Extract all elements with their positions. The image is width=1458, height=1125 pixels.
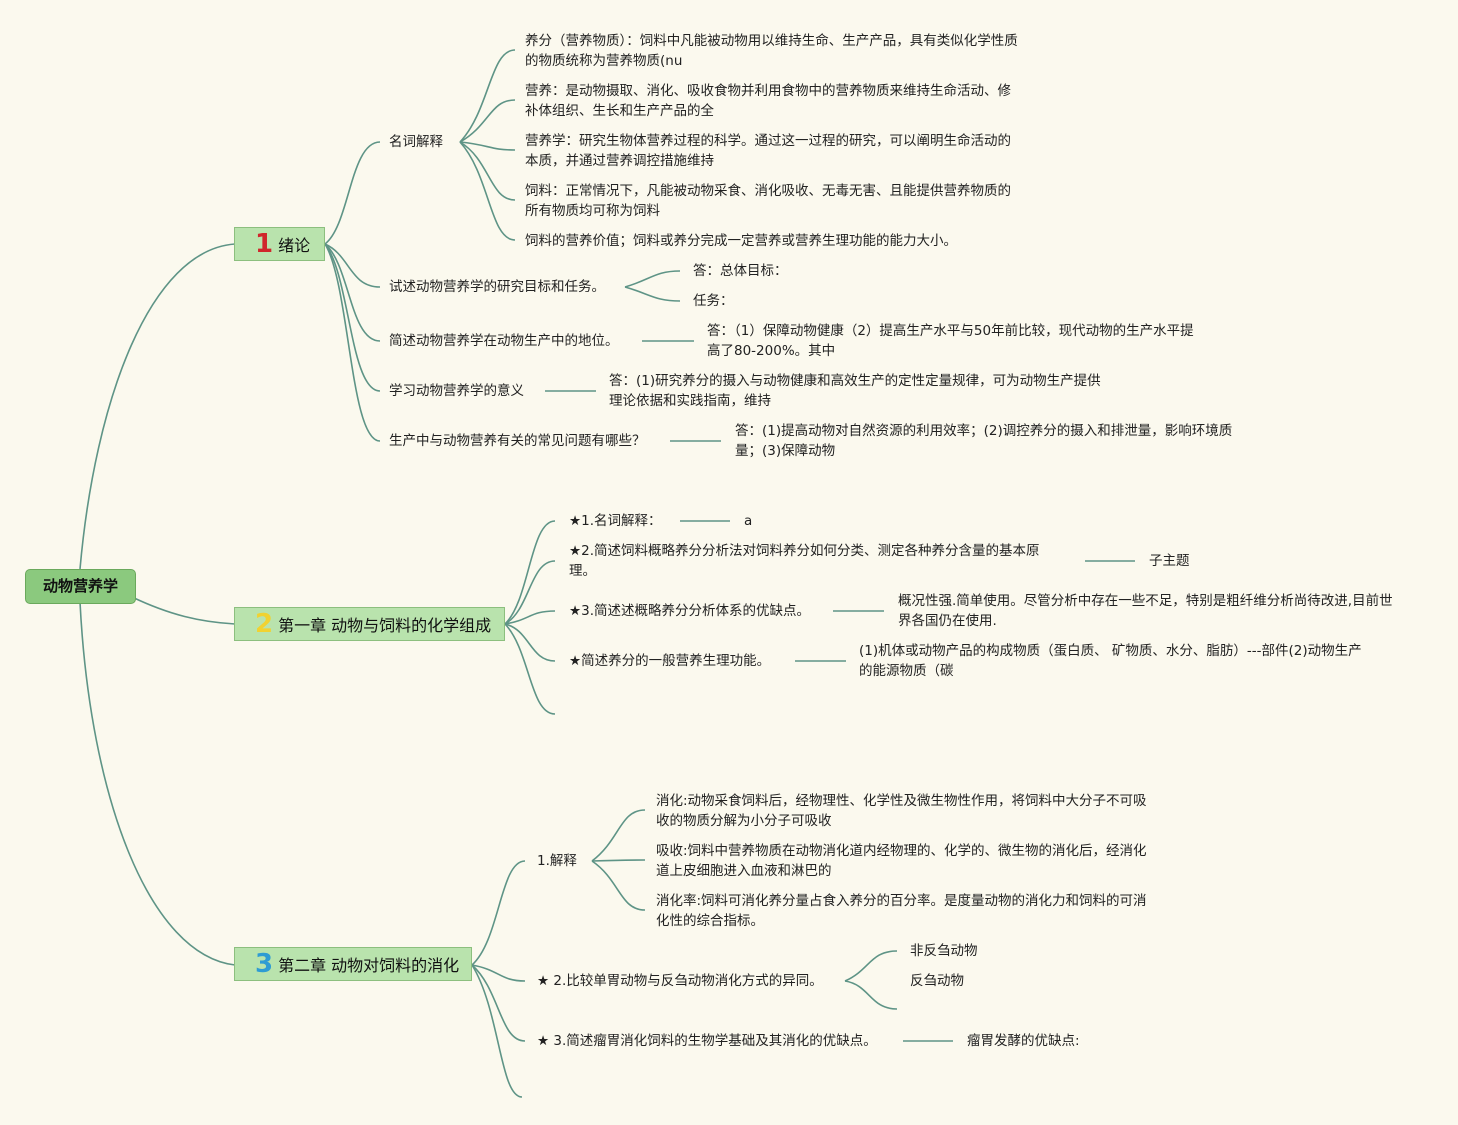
answer-node[interactable]: 瘤胃发酵的优缺点: bbox=[967, 1033, 1080, 1049]
question-node[interactable]: ★1.名词解释： bbox=[569, 513, 662, 529]
chapter-1-node[interactable]: 1 绪论 bbox=[234, 227, 325, 261]
answer-node[interactable]: 任务： bbox=[693, 293, 734, 309]
chapter-1-title: 绪论 bbox=[278, 236, 311, 255]
root-node[interactable]: 动物营养学 bbox=[25, 569, 136, 604]
terms-label[interactable]: 名词解释 bbox=[389, 134, 443, 150]
question-node[interactable]: 学习动物营养学的意义 bbox=[389, 383, 524, 399]
answer-node[interactable]: 非反刍动物 bbox=[910, 943, 978, 959]
question-node[interactable]: ★2.简述饲料概略养分分析法对饲料养分如何分类、测定各种养分含量的基本原理。 bbox=[569, 543, 1040, 579]
question-node[interactable]: ★简述养分的一般营养生理功能。 bbox=[569, 653, 771, 669]
chapter-3-node[interactable]: 3 第二章 动物对饲料的消化 bbox=[234, 947, 472, 981]
number-3-icon: 3 bbox=[255, 949, 274, 979]
answer-node[interactable]: 子主题 bbox=[1149, 553, 1190, 569]
question-node[interactable]: 1.解释 bbox=[537, 853, 577, 869]
chapter-2-title: 第一章 动物与饲料的化学组成 bbox=[278, 616, 492, 635]
answer-node[interactable]: 答：(1)研究养分的摄入与动物健康和高效生产的定性定量规律，可为动物生产提供理论… bbox=[609, 373, 1101, 409]
term-item[interactable]: 营养学：研究生物体营养过程的科学。通过这一过程的研究，可以阐明生命活动的本质，并… bbox=[525, 133, 1011, 169]
answer-node[interactable]: 答：总体目标： bbox=[693, 263, 788, 279]
definition-node[interactable]: 消化率:饲料可消化养分量占食入养分的百分率。是度量动物的消化力和饲料的可消化性的… bbox=[656, 893, 1147, 929]
question-node[interactable]: 简述动物营养学在动物生产中的地位。 bbox=[389, 333, 619, 349]
chapter-2-node[interactable]: 2 第一章 动物与饲料的化学组成 bbox=[234, 607, 505, 641]
question-node[interactable]: ★3.简述述概略养分分析体系的优缺点。 bbox=[569, 603, 810, 619]
term-item[interactable]: 养分（营养物质）：饲料中凡能被动物用以维持生命、生产产品，具有类似化学性质的物质… bbox=[525, 33, 1018, 69]
answer-node[interactable]: a bbox=[744, 513, 753, 529]
term-item[interactable]: 营养：是动物摄取、消化、吸收食物并利用食物中的营养物质来维持生命活动、修补体组织… bbox=[525, 83, 1011, 119]
definition-node[interactable]: 吸收:饲料中营养物质在动物消化道内经物理的、化学的、微生物的消化后，经消化道上皮… bbox=[656, 843, 1147, 879]
answer-node[interactable]: 答：(1)提高动物对自然资源的利用效率；(2)调控养分的摄入和排泄量，影响环境质… bbox=[735, 423, 1233, 459]
answer-node[interactable]: 答：（1）保障动物健康（2）提高生产水平与50年前比较，现代动物的生产水平提高了… bbox=[707, 323, 1194, 359]
number-1-icon: 1 bbox=[255, 229, 274, 259]
answer-node[interactable]: (1)机体或动物产品的构成物质（蛋白质、 矿物质、水分、脂肪）---部件(2)动… bbox=[859, 643, 1362, 679]
question-node[interactable]: 试述动物营养学的研究目标和任务。 bbox=[389, 279, 605, 295]
question-node[interactable]: ★ 3.简述瘤胃消化饲料的生物学基础及其消化的优缺点。 bbox=[537, 1033, 877, 1049]
number-2-icon: 2 bbox=[255, 609, 274, 639]
answer-node[interactable]: 反刍动物 bbox=[910, 973, 964, 989]
definition-node[interactable]: 消化:动物采食饲料后，经物理性、化学性及微生物性作用，将饲料中大分子不可吸收的物… bbox=[656, 793, 1147, 829]
term-item[interactable]: 饲料的营养价值；饲料或养分完成一定营养或营养生理功能的能力大小。 bbox=[525, 233, 957, 249]
chapter-3-title: 第二章 动物对饲料的消化 bbox=[278, 956, 460, 975]
question-node[interactable]: ★ 2.比较单胃动物与反刍动物消化方式的异同。 bbox=[537, 973, 823, 989]
term-item[interactable]: 饲料：正常情况下，凡能被动物采食、消化吸收、无毒无害、且能提供营养物质的所有物质… bbox=[525, 183, 1011, 219]
answer-node[interactable]: 概况性强.简单使用。尽管分析中存在一些不足，特别是粗纤维分析尚待改进,目前世界各… bbox=[898, 593, 1393, 629]
question-node[interactable]: 生产中与动物营养有关的常见问题有哪些？ bbox=[389, 433, 646, 449]
